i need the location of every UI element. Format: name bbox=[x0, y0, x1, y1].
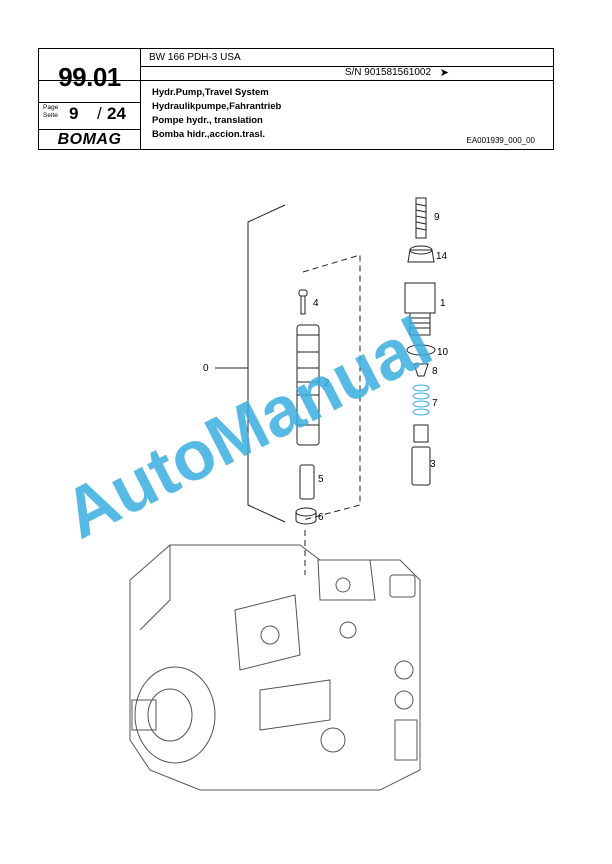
callout-14: 14 bbox=[436, 251, 448, 262]
callout-8: 8 bbox=[432, 366, 438, 377]
spool-part bbox=[296, 324, 320, 446]
serial-arrow-icon: ➤ bbox=[439, 67, 449, 79]
dashed-guide bbox=[302, 254, 361, 521]
callout-6: 6 bbox=[318, 512, 324, 523]
pump-body bbox=[129, 544, 421, 791]
brand-logo: BOMAG bbox=[57, 131, 122, 148]
drawing-reference: EA001939_000_00 bbox=[466, 136, 535, 145]
header-divider bbox=[140, 49, 141, 149]
seat-part bbox=[295, 507, 317, 525]
title-de: Hydraulikpumpe,Fahrantrieb bbox=[152, 101, 282, 112]
valve-housing-part bbox=[404, 282, 436, 336]
part-titles: Hydr.Pump,Travel System Hydraulikpumpe,F… bbox=[152, 86, 281, 142]
watermark-text: AutoManual bbox=[51, 302, 443, 553]
adjust-screw-part bbox=[415, 197, 427, 239]
header-divider bbox=[39, 80, 553, 81]
poppet-part bbox=[413, 363, 429, 377]
page-total: 24 bbox=[107, 104, 126, 123]
title-es: Bomba hidr.,accion.trasl. bbox=[152, 129, 265, 140]
page-number: 9 bbox=[69, 104, 79, 123]
page-separator: / bbox=[97, 104, 102, 123]
callout-10: 10 bbox=[437, 347, 449, 358]
header-divider bbox=[39, 102, 140, 103]
nut-part bbox=[407, 245, 435, 263]
header-divider bbox=[140, 66, 553, 67]
o-ring-part bbox=[406, 344, 436, 356]
callouts: 0 1 2 3 4 5 6 7 8 9 10 14 bbox=[203, 212, 449, 523]
page-label-en: Page bbox=[43, 104, 59, 111]
callout-3: 3 bbox=[430, 459, 436, 470]
serial-number: S/N 901581561002 bbox=[344, 67, 431, 78]
title-en: Hydr.Pump,Travel System bbox=[152, 87, 269, 98]
pin-part bbox=[299, 464, 315, 500]
assembly-bracket bbox=[247, 204, 286, 523]
callout-1: 1 bbox=[440, 298, 446, 309]
machine-model: BW 166 PDH-3 USA bbox=[149, 52, 241, 63]
spring-part bbox=[412, 384, 430, 416]
callout-9: 9 bbox=[434, 212, 440, 223]
header-block: BW 166 PDH-3 USA S/N 901581561002 ➤ 99.0… bbox=[38, 48, 554, 150]
callout-0: 0 bbox=[203, 363, 209, 374]
screw-part bbox=[298, 289, 308, 315]
title-fr: Pompe hydr., translation bbox=[152, 115, 263, 126]
callout-7: 7 bbox=[432, 398, 438, 409]
callout-5: 5 bbox=[318, 474, 324, 485]
page-label: Page Seite bbox=[43, 104, 58, 120]
header-divider bbox=[39, 129, 140, 130]
callout-4: 4 bbox=[313, 298, 319, 309]
page-label-de: Seite bbox=[43, 112, 58, 119]
piston-part bbox=[411, 424, 431, 486]
callout-2: 2 bbox=[324, 378, 330, 389]
group-number: 99.01 bbox=[58, 62, 121, 92]
